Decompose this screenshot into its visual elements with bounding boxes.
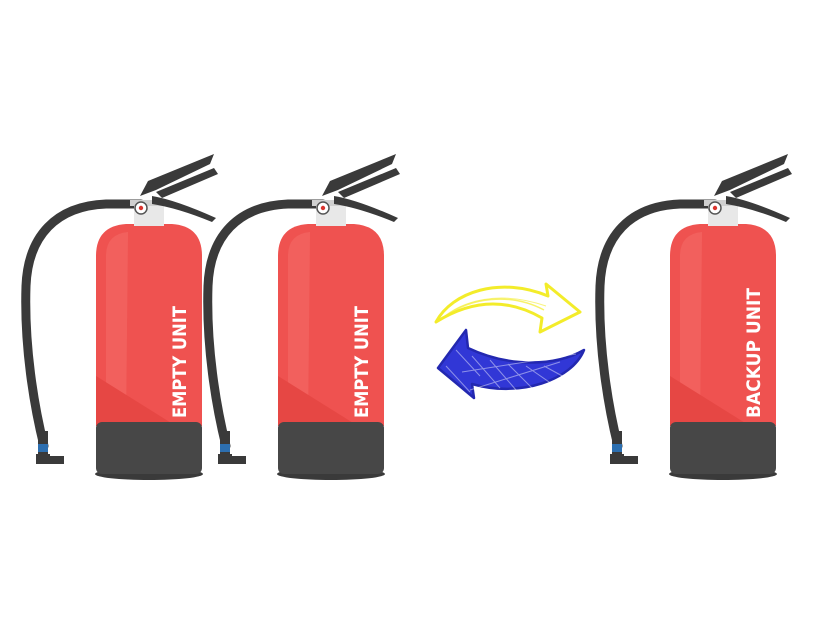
- extinguisher-1: EMPTY UNIT: [26, 154, 218, 480]
- extinguisher-3: BACKUP UNIT: [600, 154, 792, 480]
- extinguisher-2: EMPTY UNIT: [208, 154, 400, 480]
- arrow-right-icon: [434, 282, 582, 334]
- extinguisher-1-label: EMPTY UNIT: [169, 306, 191, 418]
- extinguisher-2-label: EMPTY UNIT: [351, 306, 373, 418]
- swap-arrows-icon: [434, 282, 586, 400]
- extinguisher-3-label: BACKUP UNIT: [743, 288, 765, 418]
- arrow-left-icon: [436, 328, 586, 400]
